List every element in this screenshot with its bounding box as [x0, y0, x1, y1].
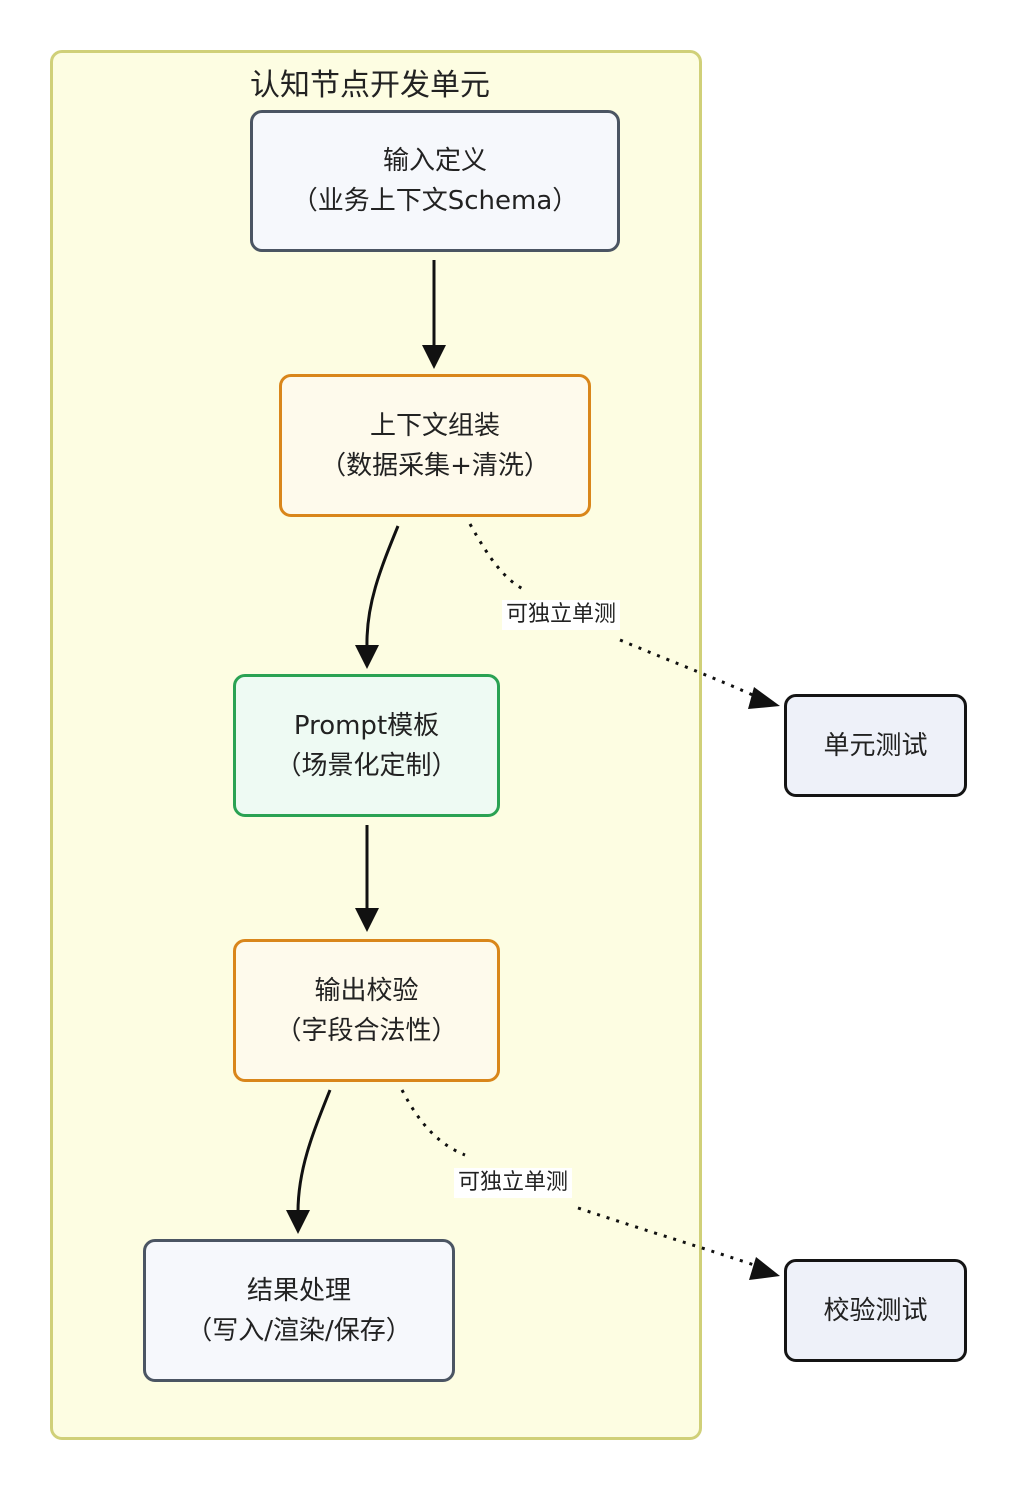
node-prompt-template-subtitle: （场景化定制）: [275, 750, 458, 781]
node-input-definition-subtitle: （业务上下文Schema）: [291, 186, 579, 216]
arrowhead-validation-to-validation-test: [749, 1257, 780, 1280]
node-output-validation-title: 输出校验: [314, 975, 419, 1006]
arrowhead-input-to-context: [422, 345, 446, 369]
node-unit-test-title: 单元测试: [823, 730, 928, 761]
edge-label-validation-to-validation-test: 可独立单测: [454, 1168, 573, 1198]
node-result-handling: 结果处理 （写入/渲染/保存）: [143, 1239, 455, 1382]
node-input-definition: 输入定义 （业务上下文Schema）: [250, 110, 620, 252]
node-input-definition-title: 输入定义: [382, 146, 487, 176]
node-prompt-template-title: Prompt模板: [293, 710, 440, 741]
node-result-handling-subtitle: （写入/渲染/保存）: [186, 1315, 412, 1346]
arrowhead-prompt-to-validation: [355, 908, 379, 932]
node-unit-test: 单元测试: [784, 694, 967, 797]
node-result-handling-title: 结果处理: [246, 1275, 351, 1306]
node-context-assembly: 上下文组装 （数据采集+清洗）: [279, 374, 591, 517]
node-validation-test-title: 校验测试: [823, 1295, 928, 1326]
node-validation-test: 校验测试: [784, 1259, 967, 1362]
arrowhead-validation-to-result: [286, 1210, 310, 1234]
edge-validation-to-result: [296, 1089, 332, 1213]
node-output-validation-subtitle: （字段合法性）: [275, 1015, 458, 1046]
node-context-assembly-title: 上下文组装: [369, 410, 500, 441]
cluster-title: 认知节点开发单元: [250, 68, 490, 103]
arrowhead-context-to-unit-test: [748, 687, 780, 709]
node-output-validation: 输出校验 （字段合法性）: [233, 939, 500, 1082]
arrowhead-context-to-prompt: [355, 645, 379, 669]
edge-context-to-unit-test: [468, 523, 758, 699]
edge-label-context-to-unit-test: 可独立单测: [502, 600, 621, 630]
edge-context-to-prompt: [365, 525, 400, 648]
node-context-assembly-subtitle: （数据采集+清洗）: [320, 450, 550, 481]
node-prompt-template: Prompt模板 （场景化定制）: [233, 674, 500, 817]
edge-validation-to-validation-test: [400, 1089, 758, 1268]
